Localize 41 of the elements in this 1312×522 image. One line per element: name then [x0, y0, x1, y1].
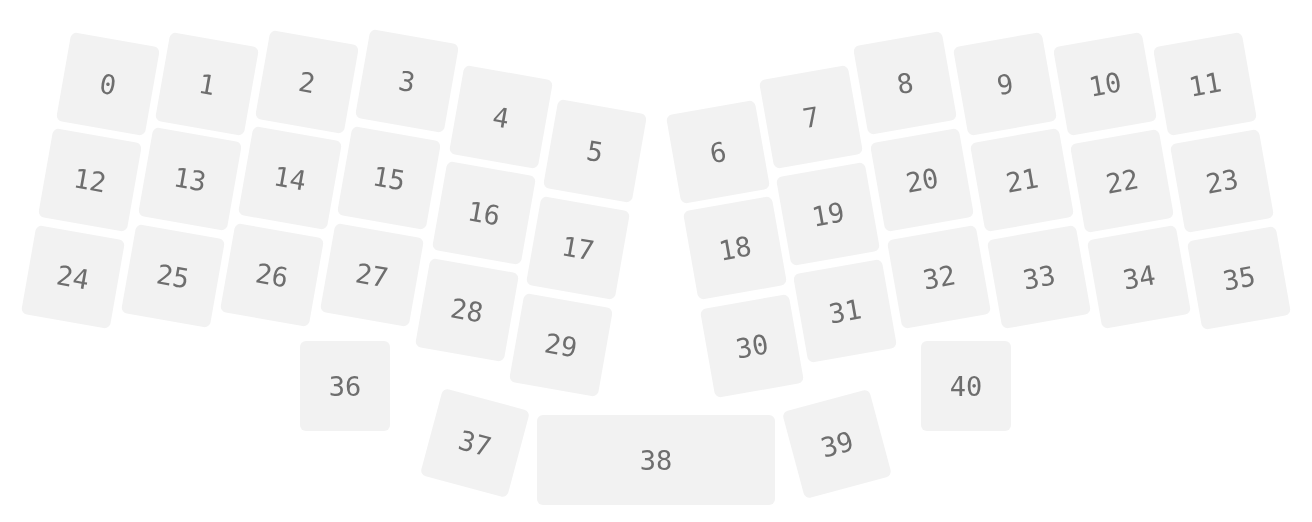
key-label: 33 [1020, 260, 1058, 294]
key-label: 36 [328, 372, 362, 400]
key-label: 13 [171, 162, 209, 196]
key-label: 39 [817, 426, 857, 462]
key-label: 9 [994, 69, 1016, 99]
key-label: 21 [1003, 163, 1041, 197]
key-label: 17 [559, 231, 597, 265]
key-label: 4 [490, 102, 512, 132]
key-label: 28 [448, 293, 486, 327]
key-label: 2 [296, 67, 318, 97]
key-label: 12 [71, 163, 109, 197]
key-label: 10 [1086, 67, 1124, 101]
key-label: 32 [920, 260, 958, 294]
key-label: 0 [97, 69, 119, 99]
key-label: 16 [465, 196, 503, 230]
key-label: 20 [903, 163, 941, 197]
key-label: 24 [54, 260, 92, 294]
key-label: 34 [1120, 260, 1158, 294]
key-label: 26 [253, 258, 291, 292]
key-label: 25 [154, 259, 192, 293]
key-label: 23 [1203, 164, 1241, 198]
key-label: 5 [584, 136, 606, 166]
key-label: 31 [826, 294, 864, 328]
key-label: 35 [1220, 261, 1258, 295]
key-label: 11 [1186, 67, 1224, 101]
key-label: 30 [733, 329, 771, 363]
key-label: 37 [455, 425, 495, 461]
key-label: 3 [396, 66, 418, 96]
key-label: 8 [894, 68, 916, 98]
key-label: 22 [1103, 164, 1141, 198]
key-label: 6 [707, 137, 729, 167]
key-label: 19 [809, 197, 847, 231]
key-label: 40 [949, 372, 983, 400]
key-label: 29 [542, 328, 580, 362]
key-label: 38 [639, 446, 673, 474]
key-label: 15 [370, 161, 408, 195]
key-label: 18 [716, 231, 754, 265]
key-label: 7 [800, 102, 822, 132]
key-label: 27 [353, 258, 391, 292]
key-label: 14 [271, 161, 309, 195]
key-label: 1 [196, 69, 218, 99]
